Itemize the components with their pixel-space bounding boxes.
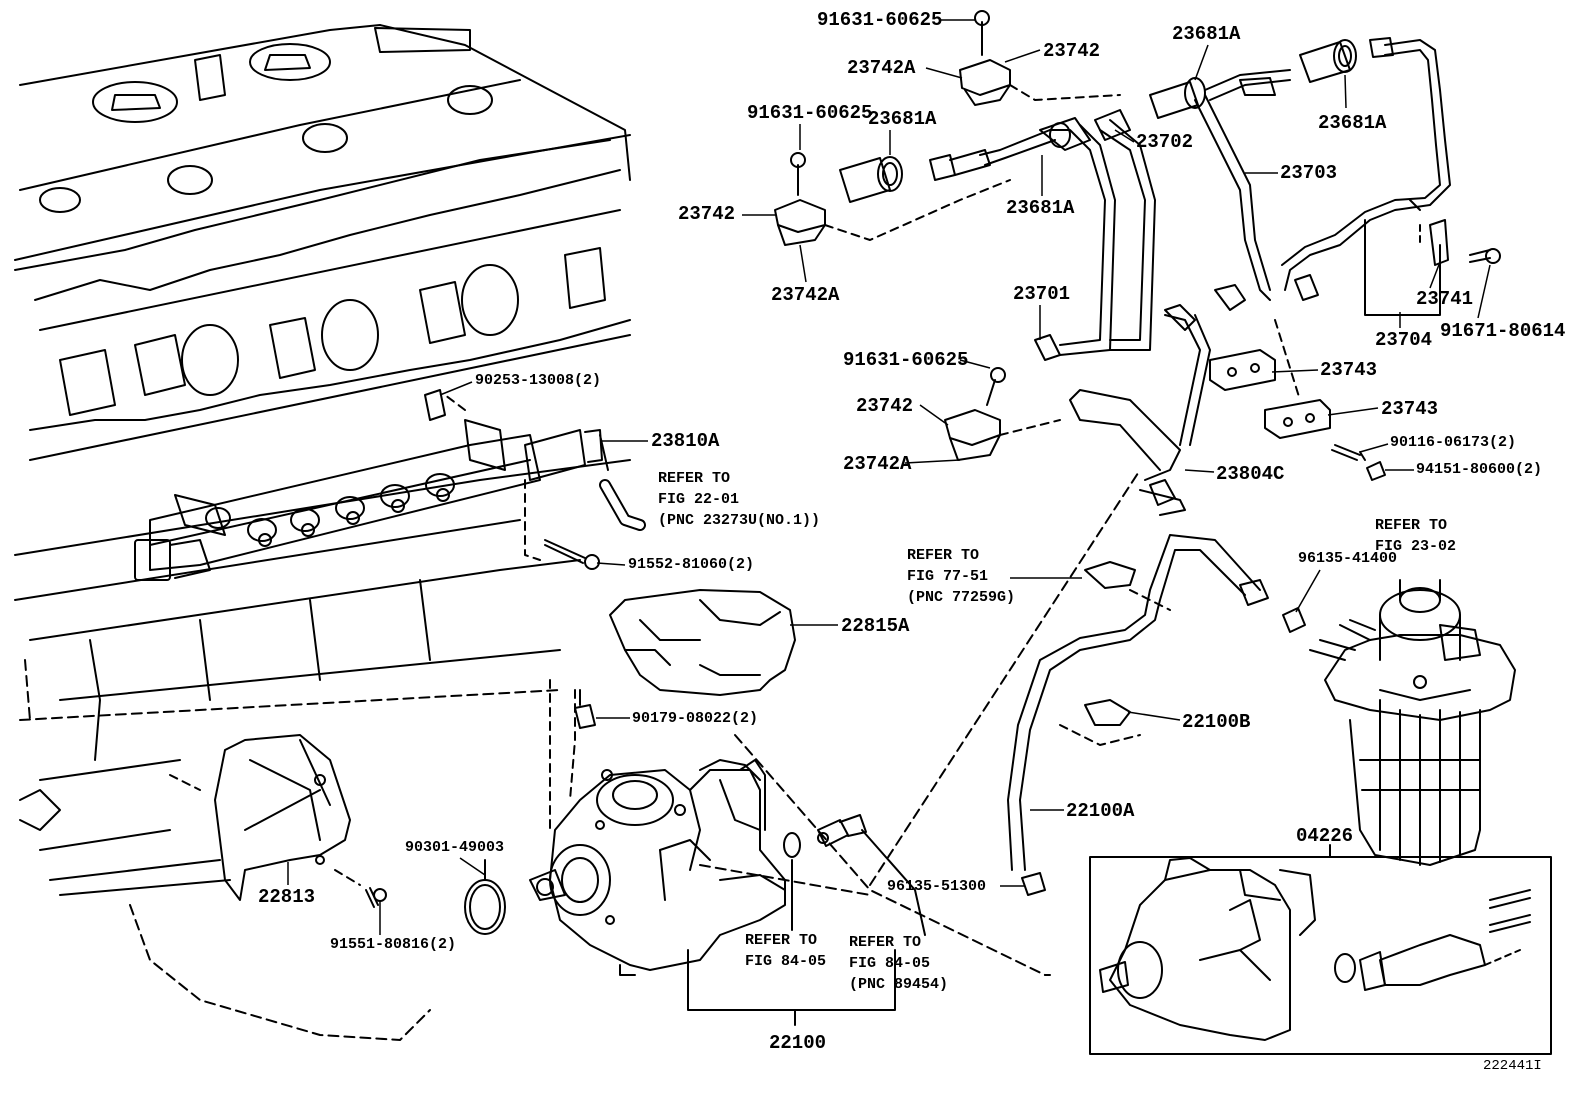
label-23742A-mid: 23742A bbox=[771, 284, 840, 306]
label-23804C: 23804C bbox=[1216, 463, 1285, 485]
label-23742-mid: 23742 bbox=[678, 203, 736, 225]
clip-96135-51300 bbox=[1021, 872, 1046, 896]
label-23681A-top: 23681A bbox=[1172, 23, 1241, 45]
label-90301-49003: 90301-49003 bbox=[405, 839, 505, 856]
inset-pump bbox=[1099, 857, 1316, 1041]
ref-fig-77-51: REFER TO FIG 77-51 (PNC 77259G) bbox=[907, 547, 1016, 606]
label-23681A-right: 23681A bbox=[1318, 112, 1387, 134]
ref-fig-23-02: REFER TO FIG 23-02 bbox=[1375, 517, 1457, 555]
injection-pipes bbox=[979, 37, 1451, 516]
ref-fig-84-05-b: REFER TO FIG 84-05 (PNC 89454) bbox=[849, 934, 949, 993]
sleeve-23681A bbox=[839, 39, 1357, 203]
label-91631-60625-low: 91631-60625 bbox=[843, 349, 969, 371]
common-rail bbox=[134, 394, 609, 581]
label-23741: 23741 bbox=[1416, 288, 1474, 310]
inset-box-04226 bbox=[1089, 856, 1552, 1055]
clip-96135-41400 bbox=[1282, 607, 1306, 633]
label-91631-60625-top: 91631-60625 bbox=[817, 9, 943, 31]
label-90179-08022: 90179-08022(2) bbox=[632, 710, 759, 727]
stud-90116 bbox=[1331, 444, 1366, 461]
fuel-filter bbox=[1309, 579, 1516, 866]
diagram-id: 222441I bbox=[1483, 1058, 1542, 1074]
label-91552-81060: 91552-81060(2) bbox=[628, 556, 755, 573]
bracket-line-22100 bbox=[687, 949, 896, 1011]
label-23810A: 23810A bbox=[651, 430, 720, 452]
label-90253-13008: 90253-13008(2) bbox=[475, 372, 602, 389]
label-90116-06173: 90116-06173(2) bbox=[1390, 434, 1517, 451]
label-23702: 23702 bbox=[1136, 131, 1194, 153]
cover-22815A bbox=[609, 589, 796, 696]
label-23681A-left: 23681A bbox=[868, 108, 937, 130]
label-23742A-low: 23742A bbox=[843, 453, 912, 475]
label-23742A-top: 23742A bbox=[847, 57, 916, 79]
fuel-hose-22100A bbox=[1007, 534, 1269, 871]
bolt-91552 bbox=[544, 539, 600, 570]
label-22815A: 22815A bbox=[841, 615, 910, 637]
label-96135-41400: 96135-41400 bbox=[1298, 550, 1398, 567]
label-23742-top: 23742 bbox=[1043, 40, 1101, 62]
clamp-23742-top bbox=[959, 10, 1121, 106]
nut-90179 bbox=[574, 689, 596, 729]
ref-fig-84-05-a: REFER TO FIG 84-05 bbox=[745, 932, 827, 970]
label-23743-top: 23743 bbox=[1320, 359, 1378, 381]
nut-94151 bbox=[1366, 461, 1386, 481]
label-23681A-center: 23681A bbox=[1006, 197, 1075, 219]
clamp-23743 bbox=[1209, 319, 1331, 439]
label-22100: 22100 bbox=[769, 1032, 827, 1054]
label-91551-80816: 91551-80816(2) bbox=[330, 936, 457, 953]
engine-block bbox=[14, 24, 631, 1041]
o-ring-pump bbox=[783, 832, 801, 858]
bracket-22813 bbox=[169, 734, 361, 901]
clamp-23742-low bbox=[944, 367, 1061, 461]
label-22100A: 22100A bbox=[1066, 800, 1135, 822]
label-91631-60625-mid: 91631-60625 bbox=[747, 102, 873, 124]
label-23743-low: 23743 bbox=[1381, 398, 1439, 420]
label-96135-51300: 96135-51300 bbox=[887, 878, 987, 895]
inset-valve bbox=[1334, 889, 1531, 991]
label-23742-low: 23742 bbox=[856, 395, 914, 417]
label-94151-80600: 94151-80600(2) bbox=[1416, 461, 1543, 478]
ref-fig-22-01: REFER TO FIG 22-01 (PNC 23273U(NO.1)) bbox=[658, 470, 821, 529]
bolt-91671 bbox=[1469, 248, 1501, 264]
bracket-23741 bbox=[1429, 219, 1449, 266]
label-23701: 23701 bbox=[1013, 283, 1071, 305]
clip-22100B bbox=[1084, 699, 1131, 726]
label-91671-80614: 91671-80614 bbox=[1440, 320, 1566, 342]
suction-control-valve bbox=[817, 814, 867, 847]
label-22813: 22813 bbox=[258, 886, 316, 908]
supply-pump bbox=[529, 759, 786, 976]
label-23703: 23703 bbox=[1280, 162, 1338, 184]
label-04226: 04226 bbox=[1296, 825, 1354, 847]
plug-90253 bbox=[424, 389, 446, 421]
label-23704: 23704 bbox=[1375, 329, 1433, 351]
clip-77259G bbox=[1084, 561, 1136, 589]
clamp-23742-mid bbox=[774, 152, 1011, 246]
label-22100B: 22100B bbox=[1182, 711, 1251, 733]
